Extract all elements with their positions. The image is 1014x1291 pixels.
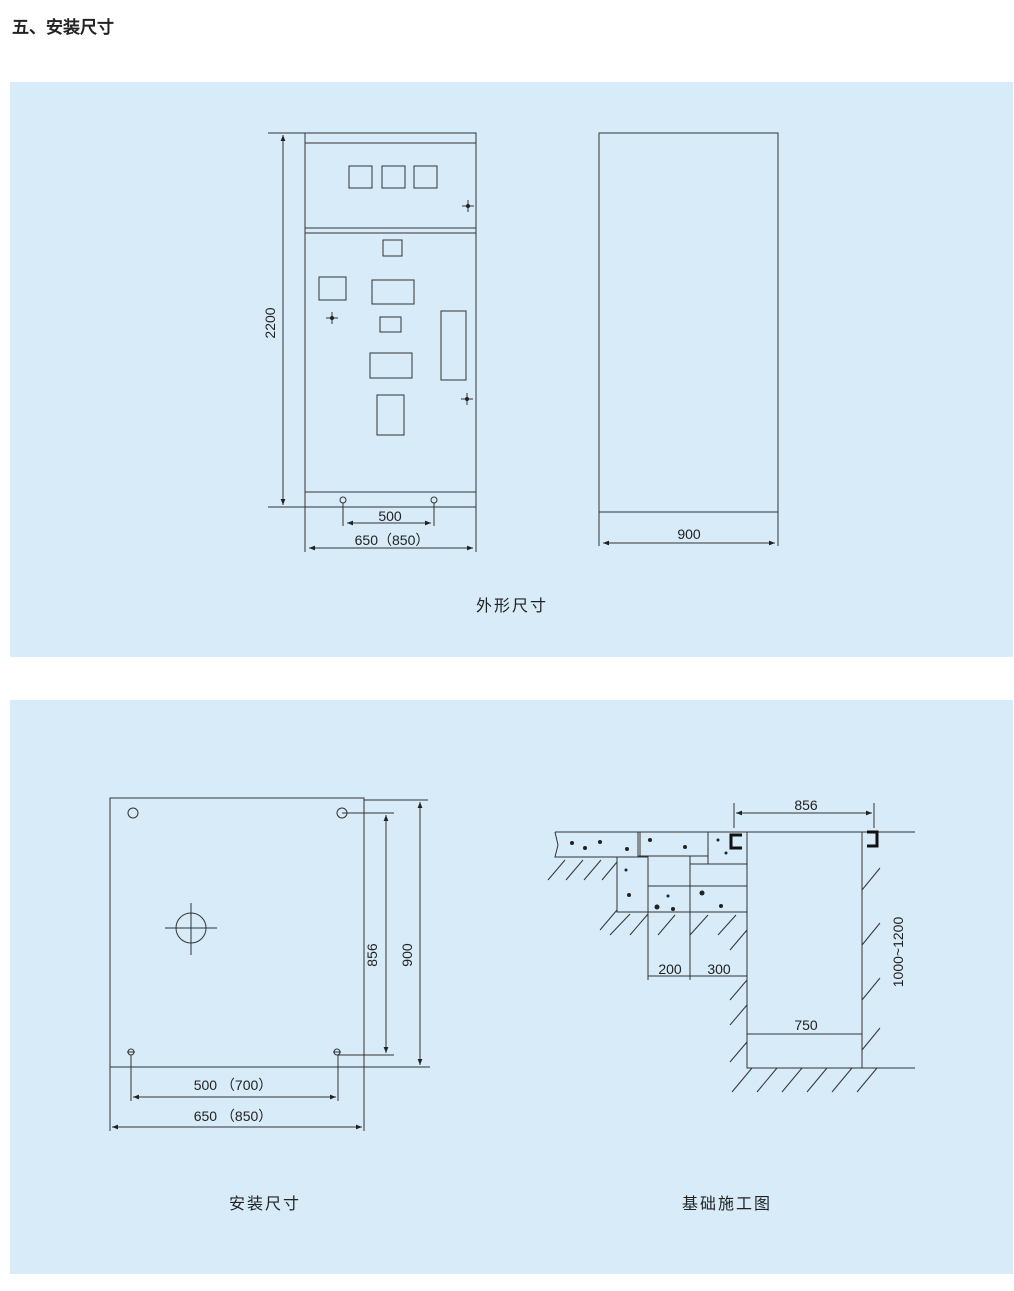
depth-dimension: 900 [677,526,701,542]
foundation-drawing: 856 200 300 750 1000~1200 [547,797,915,1093]
crosshair-icon [326,312,338,324]
width-dimension: 650 （850） [194,1108,273,1124]
depth-dimension: 900 [399,943,415,967]
crosshair-icon [462,200,474,212]
outline-panel [10,82,1013,657]
crosshair-icon [461,393,473,405]
dim-200: 200 [658,961,682,977]
hole-spacing-dimension: 500 [378,508,402,524]
height-dimension: 2200 [262,307,278,338]
installation-plan-drawing: 856 900 500 （700） 650 （850） [109,797,430,1131]
hole-spacing-dimension: 500 （700） [194,1077,273,1093]
installation-caption: 安装尺寸 [229,1194,301,1213]
inner-depth-dimension: 856 [364,943,380,967]
installation-panel [10,700,1013,1274]
foundation-caption: 基础施工图 [682,1194,772,1213]
section-title: 五、安装尺寸 [12,18,114,38]
pit-width-dimension: 750 [794,1017,818,1033]
pit-depth-dimension: 1000~1200 [890,917,906,988]
outline-caption: 外形尺寸 [476,596,548,615]
front-view-drawing: 2200 500 650（850） [262,132,477,552]
width-dimension: 856 [794,797,818,813]
ground-hatching [547,859,881,1093]
aggregate-dots [570,838,728,911]
width-dimension: 650（850） [355,532,430,548]
dim-300: 300 [707,961,731,977]
side-view-drawing: 900 [598,132,779,546]
